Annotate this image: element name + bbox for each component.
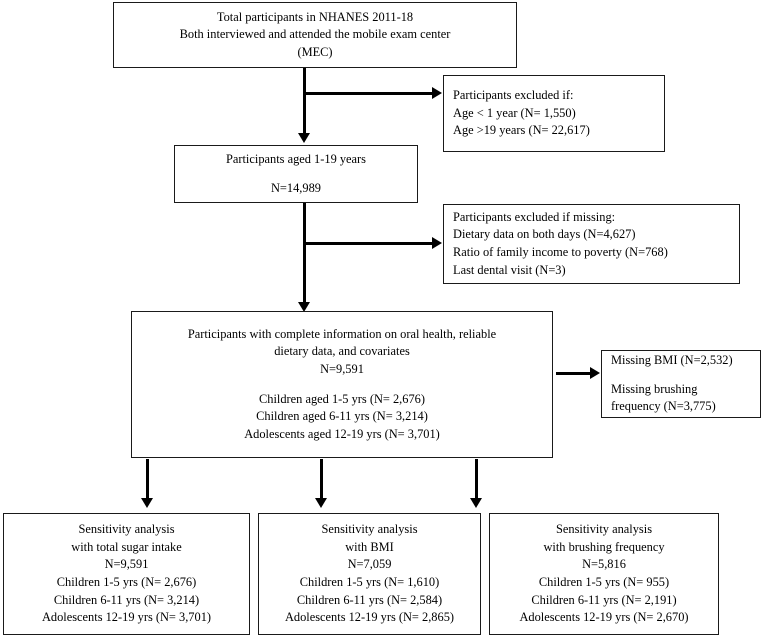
sensitivity-brushing-line-5: Children 6-11 yrs (N= 2,191) <box>531 592 677 607</box>
excluded-missing-data-box: Participants excluded if missing: Dietar… <box>443 204 740 284</box>
missing-bmi-line: Missing BMI (N=2,532) <box>611 353 733 368</box>
connector-branch-age <box>305 92 432 95</box>
complete-info-subgroup-1: Children aged 1-5 yrs (N= 2,676) <box>259 391 425 406</box>
sensitivity-sugar-line-3: N=9,591 <box>104 557 149 572</box>
sensitivity-sugar-line-6: Adolescents 12-19 yrs (N= 3,701) <box>41 610 212 625</box>
sensitivity-brushing-frequency-box: Sensitivity analysis with brushing frequ… <box>489 513 719 635</box>
missing-brushing-line-2: frequency (N=3,775) <box>611 399 716 414</box>
complete-info-line-3: N=9,591 <box>320 361 364 376</box>
connector-branch-missing <box>305 242 432 245</box>
total-participants-line-3: (MEC) <box>297 44 333 59</box>
sensitivity-sugar-line-1: Sensitivity analysis <box>78 522 175 537</box>
excluded-missing-line-1: Participants excluded if missing: <box>453 209 616 224</box>
excluded-missing-line-2: Dietary data on both days (N=4,627) <box>453 227 636 242</box>
sensitivity-bmi-box: Sensitivity analysis with BMI N=7,059 Ch… <box>258 513 481 635</box>
arrowhead-to-missing-bmi-brushing <box>590 366 600 379</box>
arrowhead-to-complete-information <box>297 302 310 312</box>
connector-trunk-2 <box>303 203 306 303</box>
sensitivity-brushing-line-6: Adolescents 12-19 yrs (N= 2,670) <box>519 610 689 625</box>
aged-1-19-line-2: N=14,989 <box>270 180 321 195</box>
sensitivity-brushing-line-2: with brushing frequency <box>543 539 665 554</box>
sensitivity-bmi-line-1: Sensitivity analysis <box>321 522 418 537</box>
sensitivity-brushing-line-4: Children 1-5 yrs (N= 955) <box>538 575 670 589</box>
total-participants-line-2: Both interviewed and attended the mobile… <box>179 27 451 42</box>
sensitivity-brushing-line-3: N=5,816 <box>582 557 626 572</box>
excluded-age-line-3: Age >19 years (N= 22,617) <box>453 123 590 138</box>
complete-information-box: Participants with complete information o… <box>131 311 553 458</box>
sensitivity-brushing-line-1: Sensitivity analysis <box>555 522 653 537</box>
missing-brushing-line-1: Missing brushing <box>611 381 698 396</box>
connector-to-sensitivity-brushing <box>475 459 478 499</box>
connector-trunk-1 <box>303 68 306 133</box>
excluded-missing-line-3: Ratio of family income to poverty (N=768… <box>453 245 668 259</box>
complete-info-line-2: dietary data, and covariates <box>274 344 410 359</box>
complete-info-subgroup-3: Adolescents aged 12-19 yrs (N= 3,701) <box>244 426 440 441</box>
excluded-missing-line-4: Last dental visit (N=3) <box>453 262 566 277</box>
arrowhead-to-excluded-missing <box>432 236 442 249</box>
missing-bmi-and-brushing-box: Missing BMI (N=2,532) Missing brushing f… <box>601 350 761 418</box>
total-participants-line-1: Total participants in NHANES 2011-18 <box>216 9 414 24</box>
connector-to-sensitivity-sugar <box>146 459 149 499</box>
sensitivity-sugar-line-2: with total sugar intake <box>71 539 182 554</box>
excluded-age-line-2: Age < 1 year (N= 1,550) <box>453 105 576 120</box>
arrowhead-to-sensitivity-brushing <box>469 498 482 508</box>
sensitivity-total-sugar-box: Sensitivity analysis with total sugar in… <box>3 513 250 635</box>
arrowhead-to-sensitivity-sugar <box>140 498 153 508</box>
arrowhead-to-excluded-age <box>432 86 442 99</box>
connector-to-sensitivity-bmi <box>320 459 323 499</box>
sensitivity-bmi-line-4: Children 1-5 yrs (N= 1,610) <box>299 575 440 589</box>
complete-info-subgroup-2: Children aged 6-11 yrs (N= 3,214) <box>256 409 428 424</box>
aged-1-19-line-1: Participants aged 1-19 years <box>225 151 367 166</box>
excluded-age-line-1: Participants excluded if: <box>453 88 574 103</box>
sensitivity-bmi-line-5: Children 6-11 yrs (N= 2,584) <box>296 592 443 607</box>
total-participants-box: Total participants in NHANES 2011-18 Bot… <box>113 2 517 68</box>
sensitivity-sugar-line-4: Children 1-5 yrs (N= 2,676) <box>56 575 197 589</box>
complete-info-line-1: Participants with complete information o… <box>187 326 497 341</box>
sensitivity-bmi-line-6: Adolescents 12-19 yrs (N= 2,865) <box>284 610 455 625</box>
sensitivity-bmi-line-3: N=7,059 <box>347 557 392 572</box>
sensitivity-bmi-line-2: with BMI <box>345 539 394 554</box>
arrowhead-to-sensitivity-bmi <box>314 498 327 508</box>
connector-branch-missing-bmi <box>556 372 590 375</box>
arrowhead-to-aged-1-19 <box>297 133 310 143</box>
participants-aged-1-19-box: Participants aged 1-19 years N=14,989 <box>174 145 418 203</box>
excluded-by-age-box: Participants excluded if: Age < 1 year (… <box>443 75 665 152</box>
sensitivity-sugar-line-5: Children 6-11 yrs (N= 3,214) <box>53 592 200 607</box>
